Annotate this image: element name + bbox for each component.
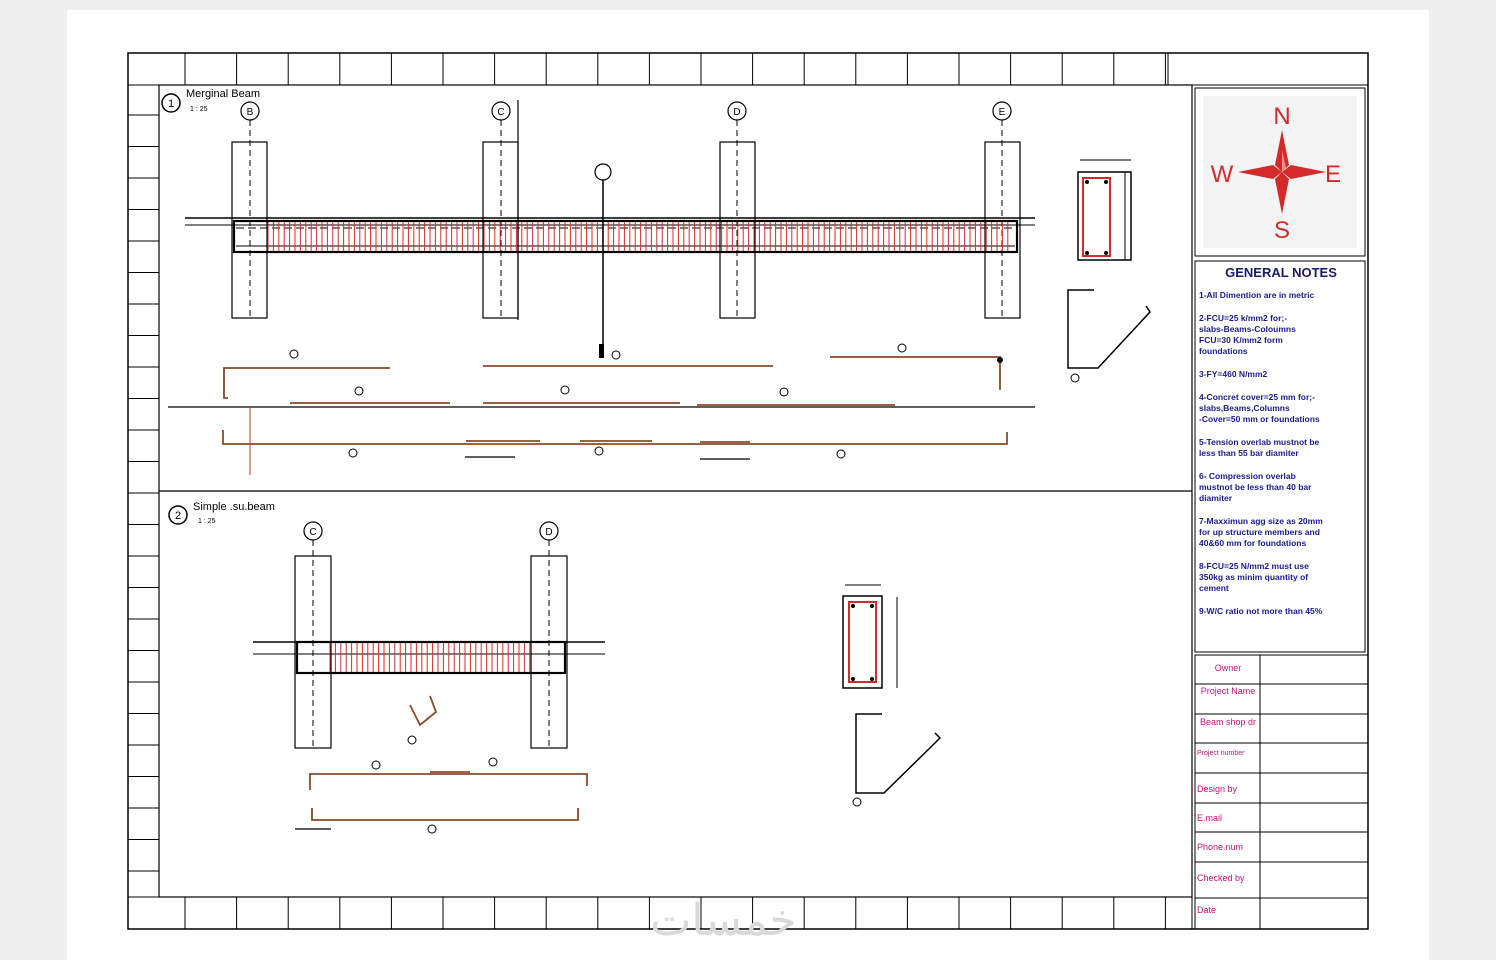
view-1-scale: 1 : 25 — [190, 106, 208, 113]
tb-project-name: Project Name — [1200, 686, 1256, 696]
view-1-bar-schedule — [168, 356, 1035, 475]
note-6: 6- Compression overlab mustnot be less t… — [1199, 471, 1312, 503]
compass-north: N — [1273, 103, 1290, 130]
view-1-columns — [231, 141, 1021, 319]
view-2-number: 2 — [175, 510, 181, 522]
note-1: 1-All Dimention are in metric — [1199, 290, 1315, 300]
view-1-marker: 1 Merginal Beam 1 : 25 — [161, 88, 260, 113]
axis-label-B: B — [247, 107, 254, 118]
compass-south: S — [1274, 217, 1290, 244]
section-marker-1 — [594, 163, 612, 358]
axis-label-E: E — [999, 107, 1006, 118]
stirrup-shape-1 — [1067, 289, 1151, 369]
view-1-number: 1 — [168, 98, 174, 110]
note-5: 5-Tension overlab mustnot be less than 5… — [1199, 437, 1320, 458]
view-2-scale: 1 : 25 — [198, 518, 216, 525]
watermark: خمسات — [650, 895, 797, 946]
general-notes-title: GENERAL NOTES — [1225, 265, 1337, 280]
view-1-bar-tags — [289, 343, 907, 459]
axis-label-C: C — [497, 107, 504, 118]
tb-date: Date — [1197, 905, 1217, 915]
general-notes: GENERAL NOTES 1-All Dimention are in met… — [1195, 262, 1367, 650]
beam-2-elevation — [253, 640, 605, 675]
beam-1-stirrups — [267, 222, 1009, 251]
beam-2-section — [842, 584, 898, 689]
tb-email: E.mail — [1197, 813, 1223, 823]
axis-label-C2: C — [309, 527, 316, 538]
compass-icon — [1238, 130, 1326, 214]
drawing-sheet — [67, 10, 1429, 960]
axis-label-D2: D — [545, 527, 552, 538]
beam-2-stirrups — [329, 643, 531, 672]
border-grid-ticks — [128, 53, 1368, 929]
note-8: 8-FCU=25 N/mm2 must use 350kg as minim q… — [1199, 561, 1309, 593]
note-9: 9-W/C ratio not more than 45% — [1199, 606, 1323, 616]
tb-project-number: Project number — [1197, 750, 1245, 757]
stirrup-shape-2 — [855, 713, 942, 794]
compass-east: E — [1325, 161, 1341, 188]
tb-beam-shop: Beam shop dr — [1199, 717, 1257, 727]
outer-frame — [127, 52, 1369, 930]
beam-1-section — [1077, 159, 1132, 261]
note-7: 7-Maxximun agg size as 20mm for up struc… — [1199, 516, 1323, 548]
view-2-title: Simple .su.beam — [193, 501, 275, 513]
grid-bubbles-view-1: B C D E — [240, 101, 1012, 121]
compass-west: W — [1211, 161, 1234, 188]
tb-owner: Owner — [1214, 663, 1242, 673]
note-3: 3-FY=460 N/mm2 — [1199, 369, 1268, 379]
beam-1-elevation — [185, 217, 1035, 254]
compass-panel — [1194, 87, 1366, 257]
view-1-title: Merginal Beam — [186, 88, 260, 100]
grid-bubbles-view-2: C D — [303, 521, 559, 541]
view-2-bar-schedule — [295, 695, 588, 830]
tb-phone: Phone.num — [1197, 842, 1244, 852]
note-4: 4-Concret cover=25 mm for;- slabs,Beams,… — [1199, 392, 1320, 424]
note-2: 2-FCU=25 k/mm2 for;- slabs-Beams-Coloumn… — [1199, 313, 1296, 356]
axis-label-D: D — [733, 107, 740, 118]
notes-panel — [1194, 260, 1366, 653]
title-block — [1194, 654, 1369, 930]
tb-design-by: Design by — [1197, 784, 1238, 794]
view-2-marker: 2 Simple .su.beam 1 : 25 — [168, 501, 275, 525]
tb-checked-by: Checked by — [1197, 873, 1245, 883]
